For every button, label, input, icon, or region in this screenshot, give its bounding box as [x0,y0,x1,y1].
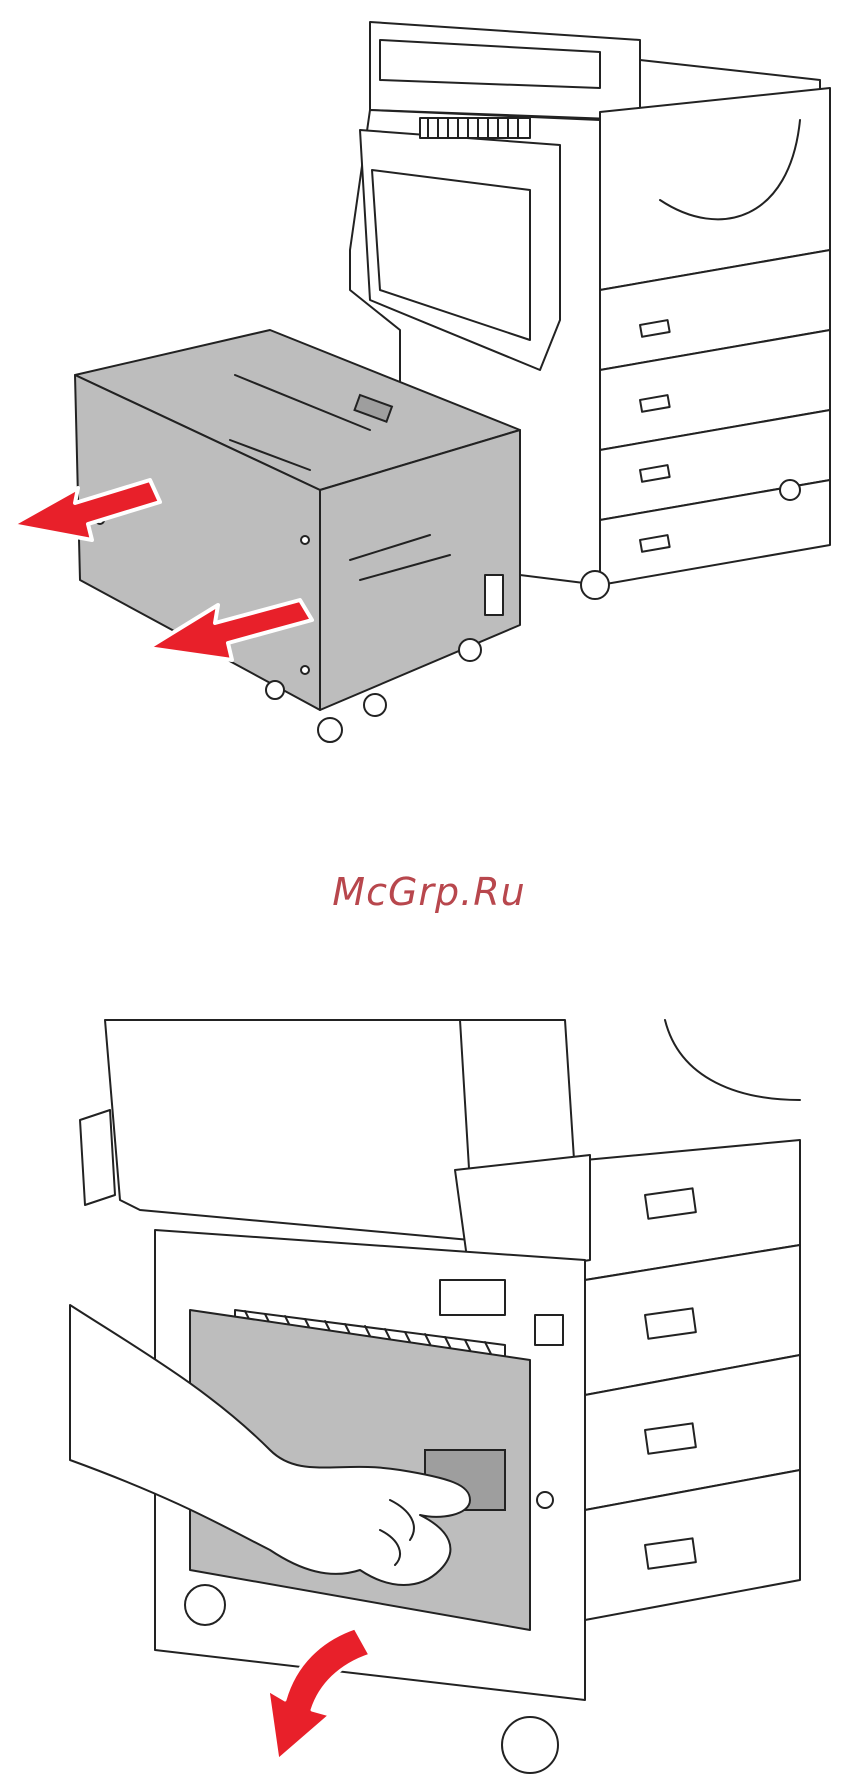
printer-feeder-illustration [0,0,858,760]
open-door-illustration [0,1010,858,1782]
watermark-text: McGrp.Ru [0,870,858,914]
vent-grille-icon [420,118,530,138]
figure-remove-feeder [0,0,858,760]
figure-open-door [0,1010,858,1782]
